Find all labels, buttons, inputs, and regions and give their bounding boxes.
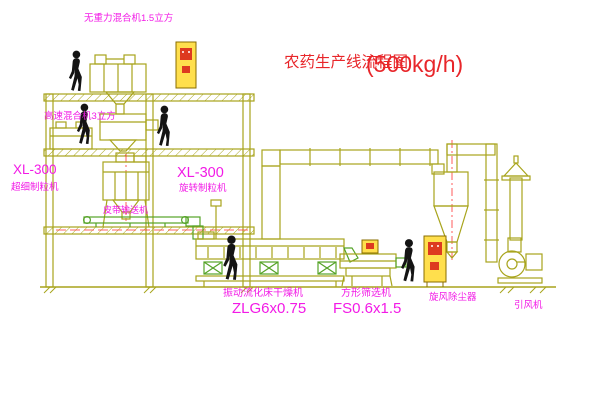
label-dryer-name: 振动流化床干燥机 [223, 286, 303, 299]
second-level-mixer [99, 113, 159, 152]
label-granulator-center-name: 旋转制粒机 [179, 182, 227, 194]
control-cabinet-top [175, 41, 197, 89]
label-fan: 引风机 [514, 299, 543, 311]
worker-figure [76, 103, 90, 144]
control-cabinet-sieve [361, 239, 379, 254]
label-sieve-model: FS0.6x1.5 [333, 300, 401, 317]
rotary-granulator [102, 152, 150, 228]
worker-figure [156, 105, 170, 146]
square-sieve [339, 253, 407, 287]
label-granulator-center-model: XL-300 [177, 165, 224, 181]
induced-draft-fan [497, 237, 543, 284]
label-granulator-left-model: XL-300 [13, 162, 57, 177]
exhaust-stack [501, 155, 531, 241]
belt-conveyor [82, 216, 204, 240]
worker-figure [401, 239, 415, 282]
label-top-mixer: 无重力混合机1.5立方 [84, 12, 173, 24]
zero-gravity-mixer [89, 54, 147, 115]
worker-figure [68, 50, 82, 91]
drawing-capacity: (500kg/h) [366, 51, 463, 77]
fluid-bed-dryer [195, 199, 359, 287]
label-dryer-model: ZLG6x0.75 [232, 300, 306, 317]
control-cabinet-right [423, 235, 447, 287]
exhaust-duct [261, 148, 445, 240]
label-high-speed-mixer: 高速混合机3立方 [44, 110, 116, 122]
drawing-title: 农药生产线流程图 [284, 53, 408, 71]
building-frame [40, 93, 556, 294]
label-belt-conveyor: 皮带输送机 [103, 204, 148, 215]
label-granulator-left-name: 超细制粒机 [11, 181, 59, 193]
label-sieve-name: 方形筛选机 [341, 286, 391, 299]
label-cyclone: 旋风除尘器 [429, 291, 477, 303]
cyclone-separator [433, 143, 499, 263]
worker-figure [223, 235, 238, 280]
